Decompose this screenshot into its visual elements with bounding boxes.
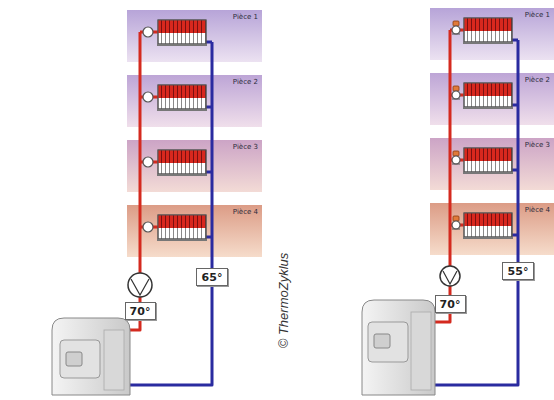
room-name: Pièce 2: [525, 76, 550, 84]
room-name: Pièce 4: [525, 206, 550, 214]
temperature-value: 65°: [202, 271, 223, 284]
temperature-value: 70°: [130, 305, 151, 318]
temperature-value: 55°: [508, 265, 529, 278]
room-name: Pièce 1: [525, 11, 550, 19]
temperature-box: 65°: [196, 268, 228, 286]
room-band: Pièce 3: [127, 140, 262, 192]
room-name: Pièce 3: [525, 141, 550, 149]
temperature-box: 70°: [125, 302, 156, 320]
room-band: Pièce 3: [430, 138, 554, 190]
room-name: Pièce 4: [233, 208, 258, 216]
room-band: Pièce 1: [430, 8, 554, 60]
room-band: Pièce 4: [127, 205, 262, 257]
room-band: Pièce 2: [127, 75, 262, 127]
watermark: © ThermoZyklus: [276, 252, 291, 348]
room-band: Pièce 2: [430, 73, 554, 125]
room-name: Pièce 1: [233, 13, 258, 21]
room-band: Pièce 4: [430, 203, 554, 255]
room-name: Pièce 3: [233, 143, 258, 151]
temperature-box: 55°: [502, 262, 534, 280]
temperature-value: 70°: [440, 298, 461, 311]
room-name: Pièce 2: [233, 78, 258, 86]
room-band: Pièce 1: [127, 10, 262, 62]
temperature-box: 70°: [435, 295, 466, 313]
